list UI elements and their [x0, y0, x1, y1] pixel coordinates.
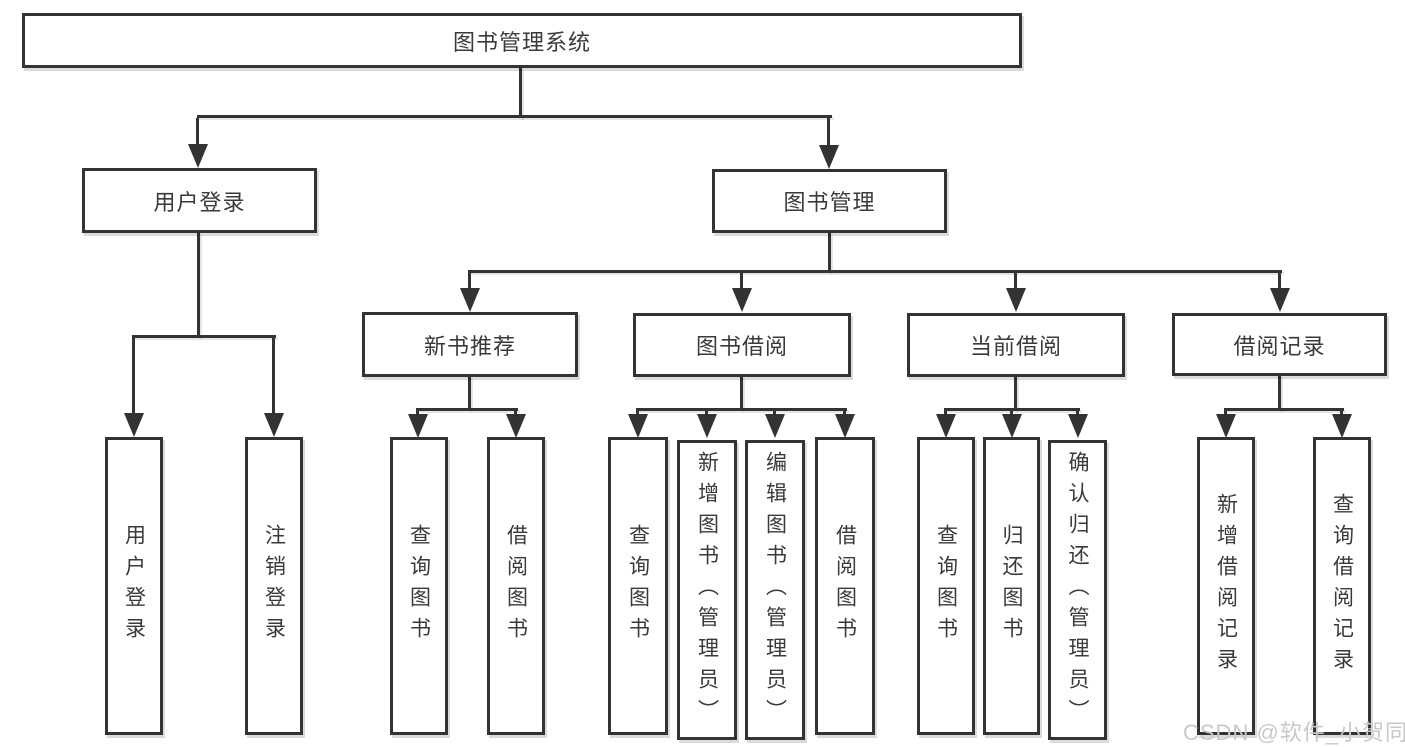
node-current-borrow-label: 当前借阅 [969, 334, 1062, 359]
watermark: CSDN @软件_小贺同学 [1183, 720, 1405, 745]
leaf-edit-book-admin: 编辑图书（管理员） [745, 440, 805, 740]
leaf-query-books-current-label: 查询图书 [934, 524, 958, 648]
connector-group4-split [1224, 408, 1344, 411]
arrow-down-icon [468, 272, 471, 288]
node-borrow-records-label: 借阅记录 [1233, 333, 1326, 359]
leaf-confirm-return-admin: 确认归还（管理员） [1048, 440, 1107, 740]
node-user-login-label: 用户登录 [153, 189, 246, 215]
arrow-down-icon [1014, 272, 1017, 288]
node-book-management: 图书管理 [712, 169, 947, 233]
leaf-borrow-books: 借阅图书 [815, 437, 875, 735]
leaf-borrow-books-recommend: 借阅图书 [487, 437, 545, 735]
node-book-borrow: 图书借阅 [633, 313, 851, 377]
arrow-down-icon [944, 410, 947, 414]
arrow-down-icon [1076, 410, 1079, 414]
leaf-logout-label: 注销登录 [262, 524, 286, 648]
arrow-down-icon [1278, 272, 1281, 288]
connector-management-stub [828, 233, 831, 272]
arrow-down-icon [773, 410, 776, 414]
leaf-add-borrow-record-label: 新增借阅记录 [1214, 493, 1238, 679]
node-new-book-recommend: 新书推荐 [362, 312, 578, 377]
node-current-borrow: 当前借阅 [907, 313, 1125, 377]
leaf-add-book-admin: 新增图书（管理员） [677, 440, 737, 740]
connector-login-stub [197, 233, 200, 337]
node-new-book-recommend-label: 新书推荐 [423, 333, 516, 359]
leaf-edit-book-admin-label: 编辑图书（管理员） [763, 450, 787, 730]
leaf-add-borrow-record: 新增借阅记录 [1197, 437, 1255, 735]
arrow-down-icon [827, 118, 830, 145]
node-borrow-records: 借阅记录 [1172, 313, 1387, 376]
connector-group3-stub [1014, 376, 1017, 410]
leaf-user-login: 用户登录 [105, 437, 163, 735]
connector-group2-split [636, 408, 847, 411]
connector-root-split [197, 115, 832, 118]
arrow-down-icon [514, 410, 517, 414]
node-book-management-label: 图书管理 [783, 190, 876, 215]
node-root-label: 图书管理系统 [452, 29, 591, 55]
arrow-down-icon [705, 410, 708, 414]
arrow-down-icon [272, 337, 275, 413]
node-user-login: 用户登录 [82, 168, 317, 233]
leaf-borrow-books-label: 借阅图书 [833, 524, 857, 648]
arrow-down-icon [416, 410, 419, 414]
leaf-borrow-books-recommend-label: 借阅图书 [504, 524, 528, 648]
connector-group2-stub [740, 376, 743, 410]
leaf-query-books-borrow: 查询图书 [608, 437, 668, 735]
arrow-down-icon [843, 410, 846, 414]
arrow-down-icon [1224, 410, 1227, 414]
arrow-down-icon [1010, 410, 1013, 414]
connector-group1-stub [468, 376, 471, 410]
arrow-down-icon [1340, 410, 1343, 414]
leaf-query-books-current: 查询图书 [917, 437, 975, 735]
leaf-return-book: 归还图书 [983, 437, 1040, 735]
leaf-query-books-recommend-label: 查询图书 [407, 524, 431, 648]
node-book-borrow-label: 图书借阅 [695, 334, 788, 359]
leaf-return-book-label: 归还图书 [1000, 524, 1023, 648]
leaf-query-borrow-record-label: 查询借阅记录 [1330, 493, 1354, 679]
arrow-down-icon [196, 118, 199, 144]
leaf-query-books-borrow-label: 查询图书 [626, 524, 650, 648]
connector-group4-stub [1278, 375, 1281, 410]
connector-root-stub [519, 68, 522, 118]
arrow-down-icon [132, 337, 135, 413]
arrow-down-icon [636, 410, 639, 414]
leaf-logout: 注销登录 [245, 437, 303, 735]
leaf-query-books-recommend: 查询图书 [390, 437, 448, 735]
arrow-down-icon [740, 272, 743, 288]
connector-group1-split [416, 408, 518, 411]
leaf-add-book-admin-label: 新增图书（管理员） [695, 450, 719, 730]
leaf-confirm-return-admin-label: 确认归还（管理员） [1066, 450, 1089, 730]
connector-management-split [468, 270, 1282, 273]
leaf-user-login-label: 用户登录 [122, 524, 146, 648]
leaf-query-borrow-record: 查询借阅记录 [1313, 437, 1371, 735]
node-root: 图书管理系统 [22, 13, 1022, 68]
connector-login-split [132, 335, 276, 338]
